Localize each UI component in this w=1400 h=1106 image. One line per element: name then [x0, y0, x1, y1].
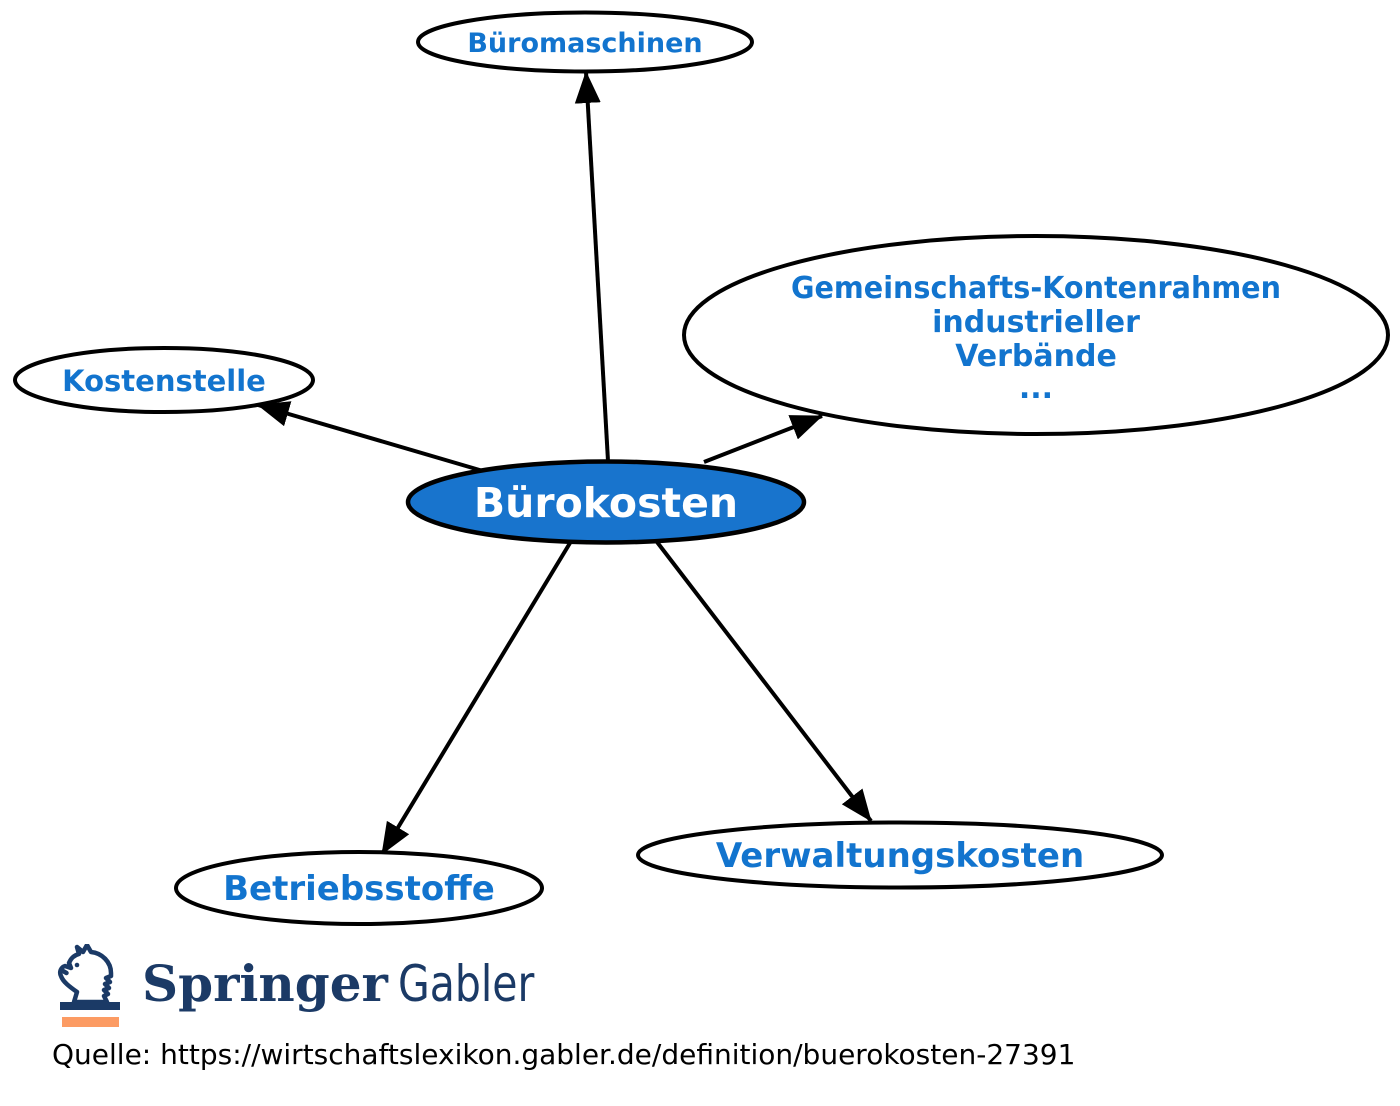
node-gemeinschafts-kontenrahmen-ellipse — [682, 234, 1390, 436]
edge-buerokosten-kostenstelle — [257, 401, 484, 473]
node-buerokosten-center[interactable]: Bürokosten — [405, 459, 807, 545]
brand-gabler-text: Gabler — [397, 955, 535, 1013]
logo-base-bar — [60, 1002, 120, 1010]
node-gemeinschafts-kontenrahmen-label-line3: Verbände — [955, 339, 1117, 374]
node-gemeinschafts-kontenrahmen-label-line4: ... — [1019, 371, 1053, 406]
node-gemeinschafts-kontenrahmen-label-line2: industrieller — [932, 305, 1140, 340]
node-gemeinschafts-kontenrahmen[interactable]: Gemeinschafts-Kontenrahmen industrieller… — [682, 234, 1390, 436]
node-buerokosten-label: Bürokosten — [474, 479, 738, 527]
edge-buerokosten-bueromaschinen — [574, 71, 610, 462]
node-buerokosten-ellipse — [405, 459, 807, 545]
edge-buerokosten-gemeinschafts-kontenrahmen — [703, 414, 823, 464]
node-bueromaschinen-label: Büromaschinen — [467, 28, 702, 59]
node-betriebsstoffe[interactable]: Betriebsstoffe — [174, 850, 544, 926]
node-bueromaschinen-ellipse — [416, 10, 754, 74]
logo-orange-bar — [62, 1017, 119, 1027]
node-verwaltungskosten-ellipse — [636, 820, 1164, 890]
node-kostenstelle-label: Kostenstelle — [62, 364, 266, 398]
node-betriebsstoffe-ellipse — [174, 850, 544, 926]
node-bueromaschinen[interactable]: Büromaschinen — [416, 10, 754, 74]
node-verwaltungskosten[interactable]: Verwaltungskosten — [636, 820, 1164, 890]
brand-springer-text: Springer — [142, 954, 388, 1013]
node-betriebsstoffe-label: Betriebsstoffe — [223, 869, 495, 909]
edge-buerokosten-verwaltungskosten — [655, 540, 873, 823]
node-kostenstelle[interactable]: Kostenstelle — [13, 346, 315, 414]
node-kostenstelle-ellipse — [13, 346, 315, 414]
edge-buerokosten-betriebsstoffe — [380, 541, 572, 856]
node-verwaltungskosten-label: Verwaltungskosten — [716, 836, 1084, 876]
chess-knight-icon — [57, 944, 120, 1027]
source-citation: Quelle: https://wirtschaftslexikon.gable… — [52, 1038, 1076, 1071]
node-gemeinschafts-kontenrahmen-label-line1: Gemeinschafts-Kontenrahmen — [791, 271, 1281, 306]
